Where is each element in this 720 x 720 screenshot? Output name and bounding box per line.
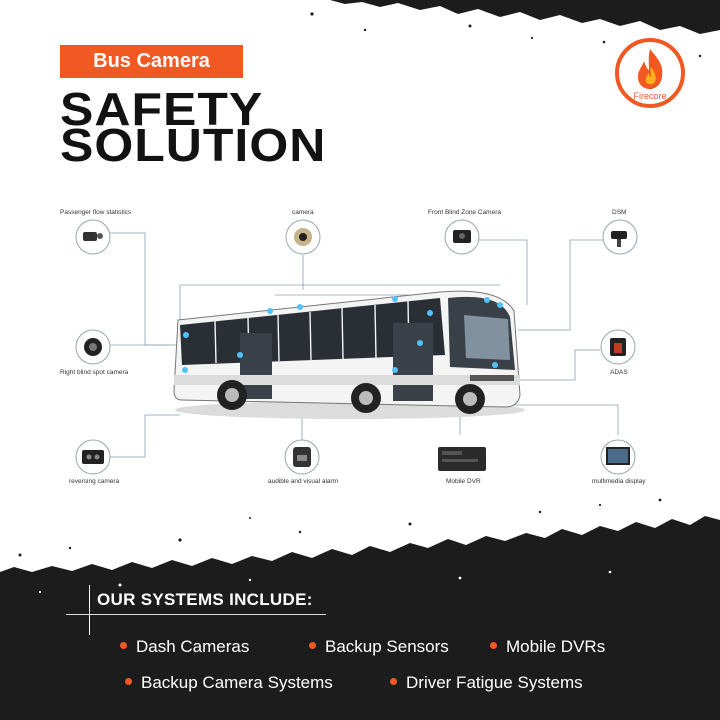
bus-illustration	[173, 290, 525, 419]
section-line-horizontal	[66, 614, 326, 615]
label-dsm: DSM	[612, 209, 627, 216]
page-title-line1: SAFETY	[60, 83, 264, 135]
passenger-counter-icon	[75, 219, 111, 255]
systems-title: OUR SYSTEMS INCLUDE:	[97, 590, 313, 609]
blind-spot-camera-icon	[75, 329, 111, 365]
label-reversing-camera: reversing camera	[69, 478, 120, 485]
logo-text: Firecore	[633, 91, 666, 101]
label-alarm: audible and visual alarm	[268, 478, 339, 485]
dsm-camera-icon	[602, 219, 638, 255]
label-passenger-flow: Passenger flow statistics	[60, 209, 132, 216]
dome-camera-icon	[285, 219, 321, 255]
page-title-line2: SOLUTION	[60, 119, 327, 171]
label-front-blind-zone: Front Blind Zone Camera	[428, 209, 501, 216]
label-mobile-dvr: Mobile DVR	[446, 478, 481, 485]
adas-camera-icon	[600, 329, 636, 365]
monitor-icon	[600, 439, 636, 475]
dvr-icon	[438, 447, 486, 471]
section-line-vertical	[89, 585, 90, 635]
system-item-backup-camera-systems: Backup Camera Systems	[125, 673, 333, 693]
bus-system-diagram	[75, 219, 638, 475]
system-item-backup-sensors: Backup Sensors	[309, 637, 449, 657]
front-camera-icon	[444, 219, 480, 255]
label-camera: camera	[292, 209, 314, 216]
connector-lines	[110, 232, 619, 458]
label-right-blind-spot: Right blind spot camera	[60, 369, 129, 376]
bullet-dot	[309, 642, 316, 650]
system-item-driver-fatigue: Driver Fatigue Systems	[390, 673, 583, 693]
system-item-mobile-dvrs: Mobile DVRs	[490, 637, 605, 657]
system-item-dash-cameras: Dash Cameras	[120, 637, 249, 657]
bus-camera-badge: Bus Camera	[60, 45, 243, 78]
label-adas: ADAS	[610, 369, 628, 376]
firecore-logo: Firecore	[615, 38, 685, 108]
alarm-icon	[284, 439, 320, 475]
bullet-dot	[125, 678, 132, 686]
bullet-dot	[120, 642, 127, 650]
label-multimedia-display: multimedia display	[592, 478, 646, 485]
bullet-dot	[490, 642, 497, 650]
reversing-camera-icon	[75, 439, 111, 475]
bullet-dot	[390, 678, 397, 686]
